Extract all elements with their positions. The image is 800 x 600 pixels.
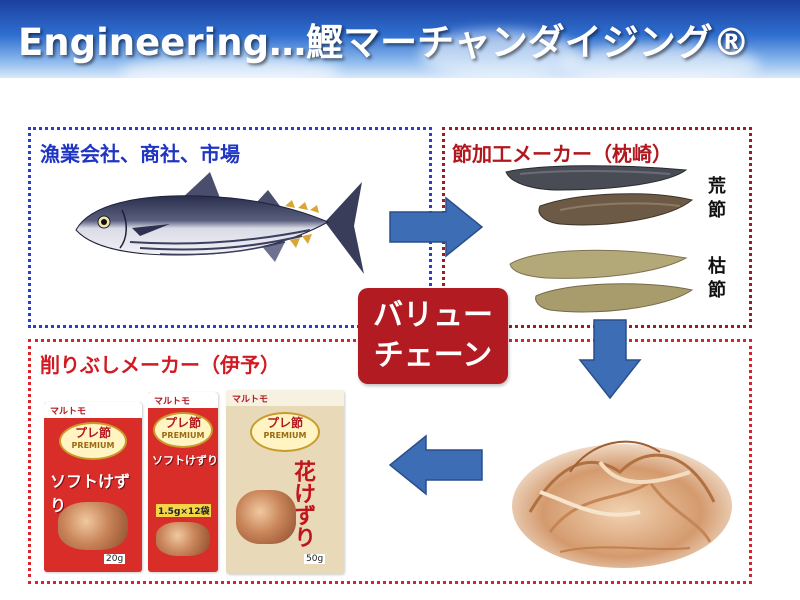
karebushi-label: 枯節 [705,256,726,304]
premium-badge: プレ節 PREMIUM [59,422,127,460]
product-weight: 50g [304,554,326,564]
value-chain-line2: チェーン [373,338,493,373]
product-package-hana-kezuri-50g: マルトモ プレ節 PREMIUM 花けずり 50g [226,390,344,574]
product-package-soft-kezuri-pack: マルトモ プレ節 PREMIUM ソフトけずり 1.5g×12袋 [148,392,218,572]
page-title: Engineering…鰹マーチャンダイジング® [18,21,750,64]
premium-tag-label: PREMIUM [161,431,205,440]
suppliers-label: 漁業会社、商社、市場 [40,142,240,166]
product-name: プレ節 [266,416,303,430]
product-weight: 20g [104,554,126,564]
arrow-right-icon [389,196,484,258]
brand-label: マルトモ [50,407,87,417]
title-banner: Engineering…鰹マーチャンダイジング® [0,0,800,78]
fushi-maker-label: 節加工メーカー（枕崎） [452,142,672,166]
arrow-down-icon [578,319,642,400]
bonito-flakes-image [512,440,732,568]
skipjack-tuna-image [75,172,364,274]
premium-tag-label: PREMIUM [263,431,307,440]
product-package-soft-kezuri-20g: マルトモ プレ節 PREMIUM ソフトけずり 20g [44,402,142,572]
product-name: プレ節 [74,426,111,440]
value-chain-line1: バリュー [373,298,493,333]
arrow-left-icon [388,434,483,496]
premium-badge: プレ節 PREMIUM [153,412,213,448]
product-promo: 1.5g×12袋 [156,504,212,517]
product-name: プレ節 [164,416,201,430]
arabushi-image [505,165,694,226]
product-title: ソフトけずり [152,454,218,467]
brand-label: マルトモ [232,395,269,405]
shaved-bonito-maker-label: 削りぶしメーカー（伊予） [40,353,280,377]
arabushi-label: 荒節 [705,176,726,224]
premium-badge: プレ節 PREMIUM [250,412,320,452]
brand-label: マルトモ [154,397,191,407]
karebushi-image [509,249,694,313]
premium-tag-label: PREMIUM [71,441,115,450]
value-chain-badge: バリュー チェーン [358,288,508,384]
